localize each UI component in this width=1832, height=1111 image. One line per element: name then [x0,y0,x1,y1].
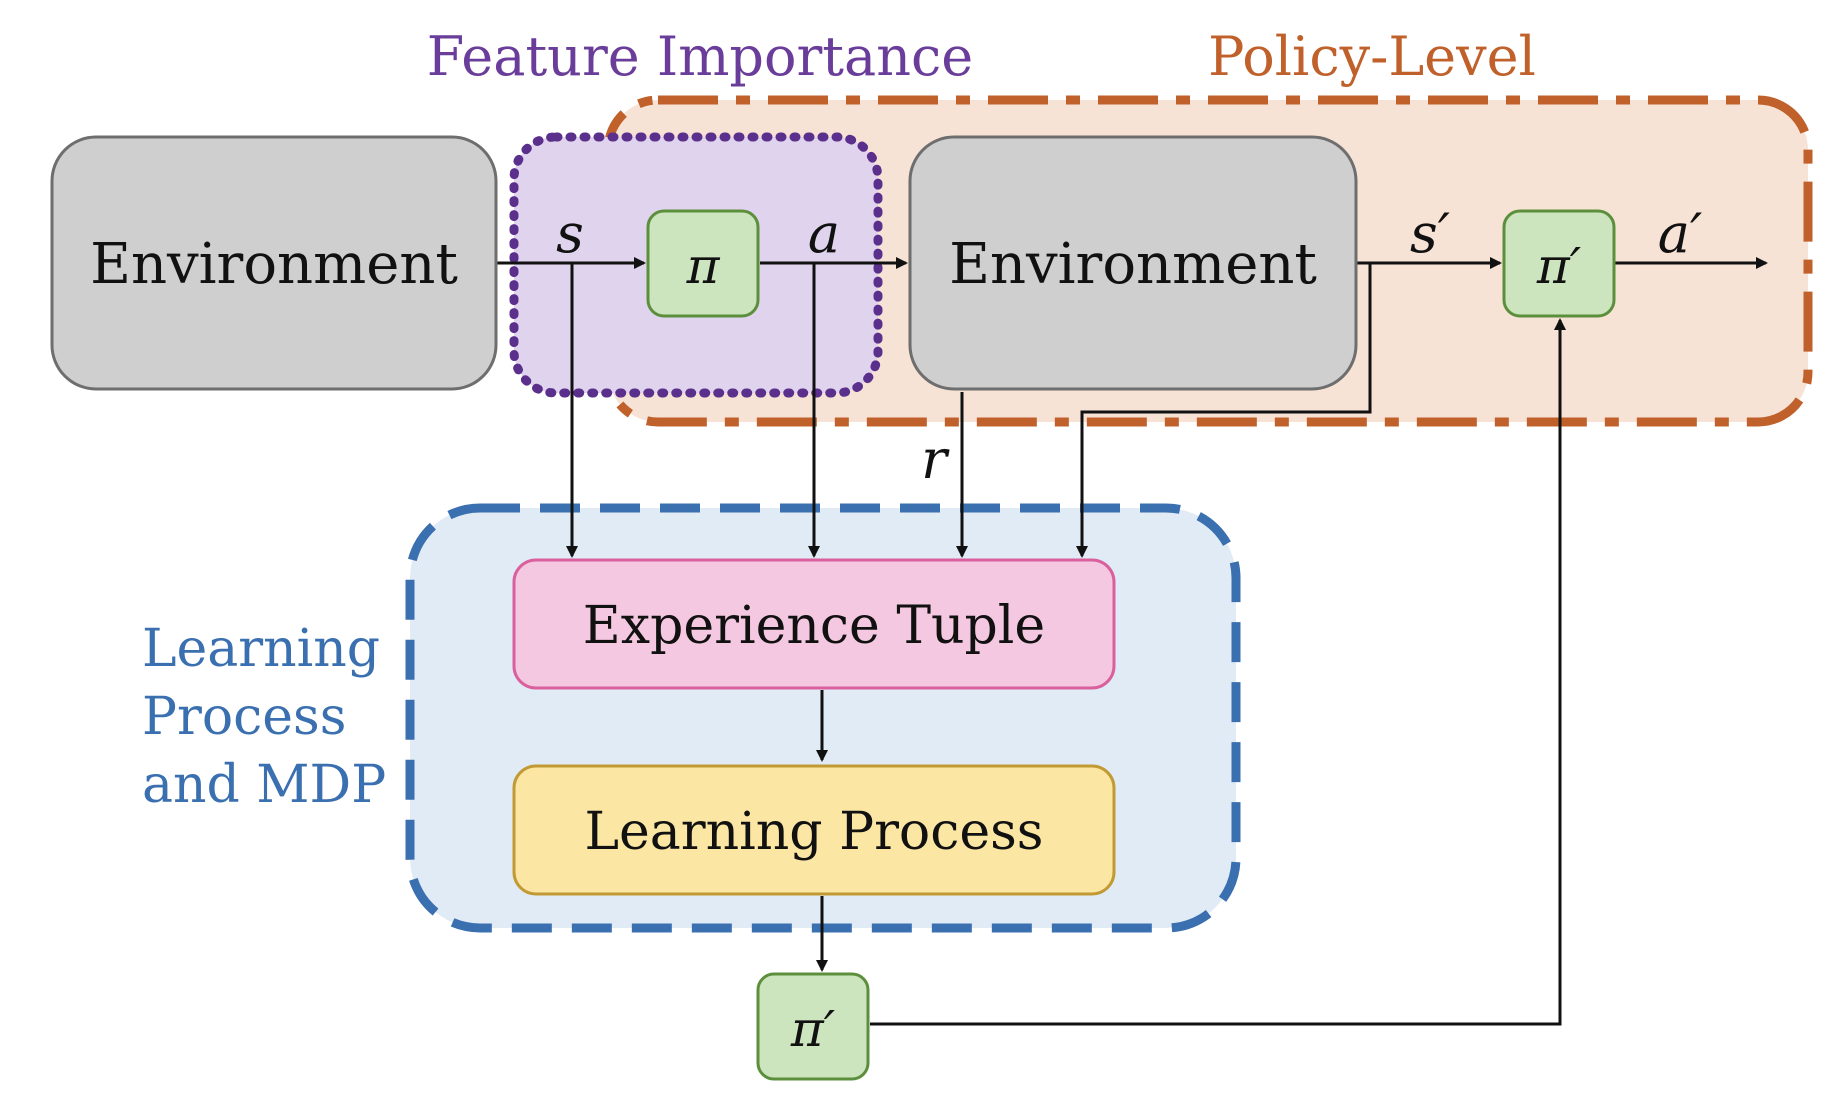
edge-policy-prime-feedback [870,318,1566,1026]
policy-prime-bottom-label: π′ [790,1000,836,1058]
learning-mdp-title: Learning Process and MDP [142,619,397,815]
node-environment-left: Environment [50,135,498,391]
edge-label-a-prime: a′ [1658,202,1702,265]
experience-tuple-label: Experience Tuple [583,596,1045,656]
edge-s-prime-to-tuple [1076,263,1372,558]
environment-left-label: Environment [90,232,458,297]
edge-label-s-prime: s′ [1410,202,1450,265]
edge-label-s: s [556,202,584,265]
policy-label: π [686,237,721,295]
feature-importance-title: Feature Importance [427,25,973,88]
policy-prime-top-label: π′ [1536,237,1582,295]
edge-label-r: r [921,428,950,491]
node-policy-prime-bottom: π′ [756,972,870,1081]
node-policy-prime-top: π′ [1502,209,1616,318]
learning-mdp-title-line-3: and MDP [142,755,386,815]
edge-label-a: a [808,202,840,265]
node-learning-process: Learning Process [512,764,1116,896]
policy-level-title: Policy-Level [1208,25,1536,88]
learning-mdp-title-line-1: Learning [142,619,380,679]
node-experience-tuple: Experience Tuple [512,558,1116,690]
environment-right-label: Environment [949,232,1317,297]
node-environment-right: Environment [908,135,1358,391]
learning-mdp-title-line-2: Process [142,687,346,747]
node-policy: π [646,209,760,318]
learning-process-label: Learning Process [584,802,1043,862]
